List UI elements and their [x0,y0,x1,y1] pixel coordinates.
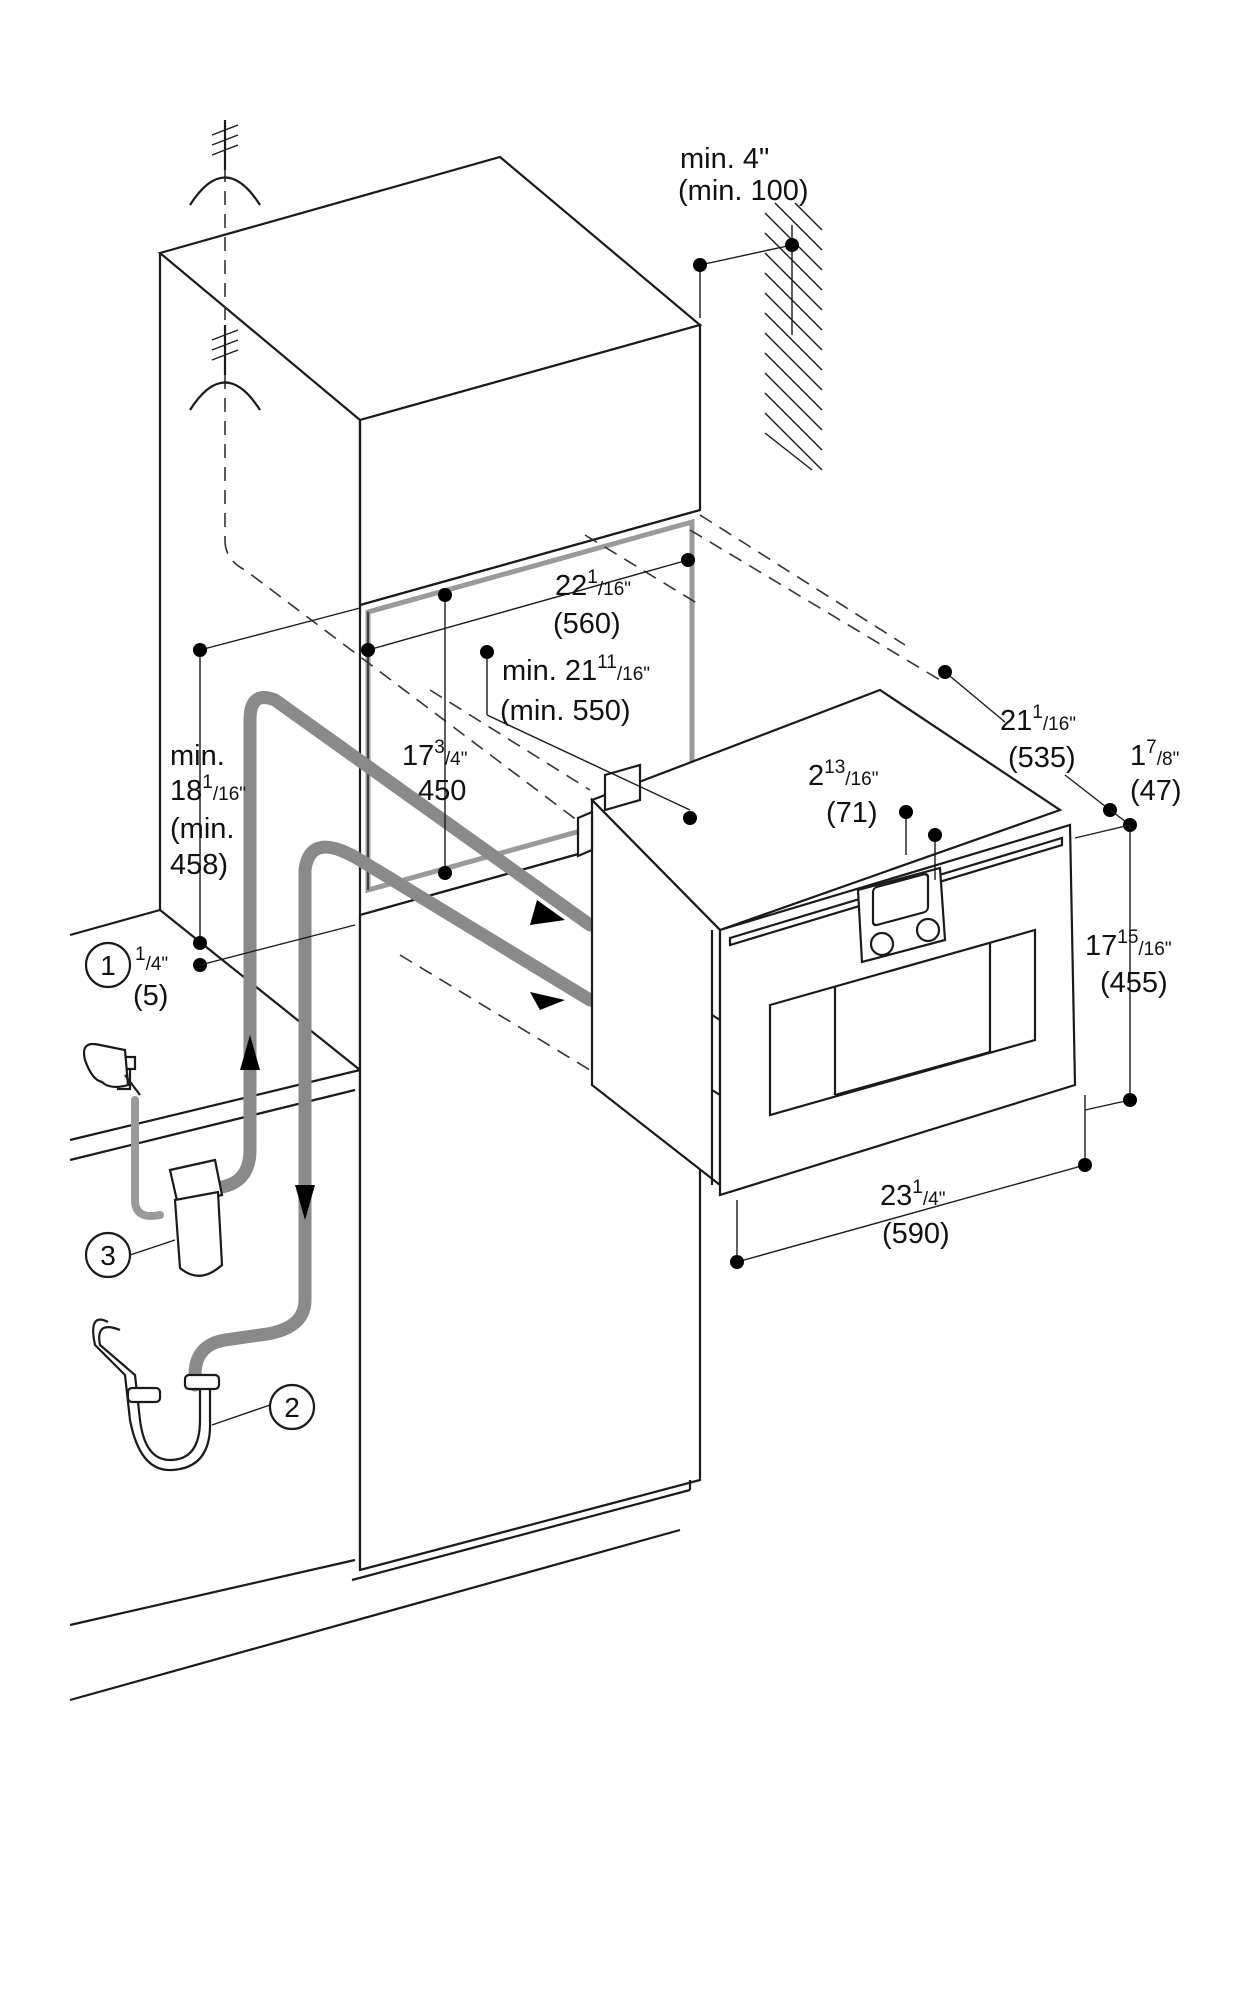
dim-base-height: min. 181/16" (min. 458) [170,740,246,881]
dim-top-clearance: min. 4" (min. 100) [678,143,809,207]
svg-text:(min.: (min. [170,813,234,845]
water-tap-icon [82,1042,141,1096]
svg-text:1715/16": 1715/16" [1085,927,1172,962]
svg-text:181/16": 181/16" [170,772,246,807]
svg-text:min.: min. [170,740,225,772]
rear-wall-hatching [764,202,823,471]
left-knob [869,931,895,957]
appliance [576,688,1077,1197]
svg-text:213/16": 213/16" [808,757,878,792]
drain-siphon-icon [92,1318,221,1472]
svg-text:(455): (455) [1100,967,1168,999]
svg-text:min. 4": min. 4" [680,143,769,175]
callout-2: 2 [211,1383,316,1431]
svg-text:231/4": 231/4" [880,1177,945,1212]
svg-text:(47): (47) [1130,775,1182,807]
dim-width: 231/4" (590) [880,1177,950,1250]
svg-text:450: 450 [418,775,466,807]
dim-depth: 211/16" (535) [1000,702,1076,774]
water-filter-icon [168,1158,224,1277]
svg-text:173/4": 173/4" [402,737,467,772]
dimension-lines [193,238,1137,1269]
dim-panel: 17/8" (47) [1130,737,1182,807]
dim-gap: 1/4" (5) [133,944,168,1012]
svg-text:(min. 100): (min. 100) [678,175,809,207]
svg-text:17/8": 17/8" [1130,737,1179,772]
svg-text:458): 458) [170,849,228,881]
svg-text:(560): (560) [553,608,621,640]
svg-text:(71): (71) [826,797,878,829]
svg-text:(535): (535) [1008,742,1076,774]
flow-arrows [240,900,565,1220]
svg-text:min. 2111/16": min. 2111/16" [502,652,650,687]
svg-text:2: 2 [284,1392,300,1423]
water-hoses [131,691,597,1392]
svg-text:1/4": 1/4" [135,944,168,975]
dim-niche-width: 221/16" (560) [553,567,631,640]
svg-text:211/16": 211/16" [1000,702,1076,737]
svg-text:(590): (590) [882,1218,950,1250]
svg-text:221/16": 221/16" [555,567,631,602]
dim-front-height: 1715/16" (455) [1085,927,1172,999]
svg-text:(5): (5) [133,980,168,1012]
svg-text:1: 1 [100,950,116,981]
dim-control: 213/16" (71) [808,757,878,829]
svg-text:(min. 550): (min. 550) [500,695,631,727]
callout-3: 3 [84,1231,176,1279]
dim-niche-depth: min. 2111/16" (min. 550) [500,652,650,727]
callout-1: 1 [84,941,132,989]
dim-niche-height: 173/4" 450 [402,737,467,807]
svg-text:3: 3 [100,1240,116,1271]
power-supply-icon [189,120,261,411]
right-knob [915,917,941,943]
